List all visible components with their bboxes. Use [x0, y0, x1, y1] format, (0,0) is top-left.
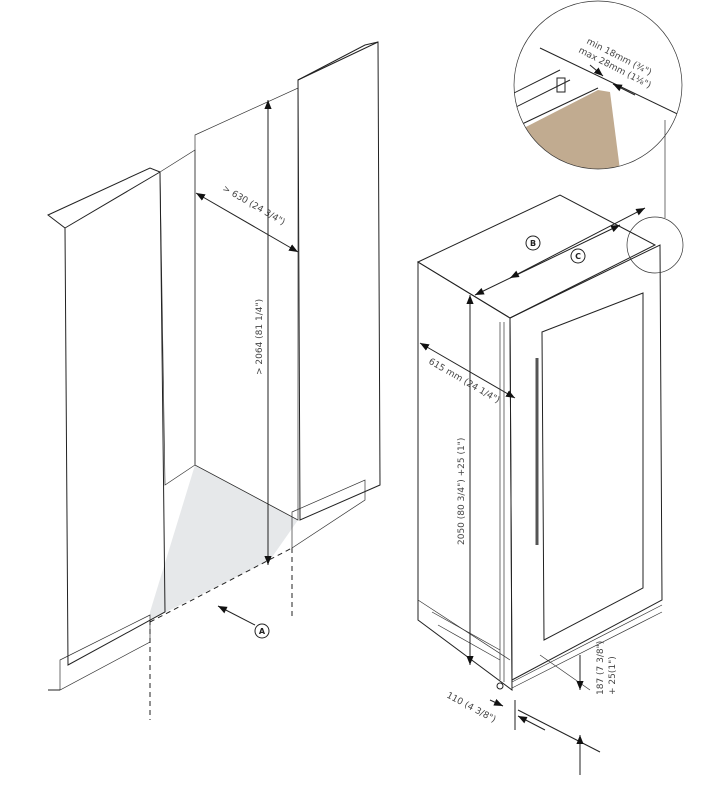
callout-b-text: B [530, 239, 536, 248]
cooler-door-frame [509, 244, 663, 681]
plinth-height-label-2: + 25(1") [608, 656, 618, 695]
cooler-side [417, 261, 513, 691]
niche-height-label: > 2064 (81 1/4") [255, 299, 265, 375]
niche-side-wall [159, 149, 196, 486]
plinth-height-label-1: 187 (7 3/8") [596, 641, 606, 695]
base-strip-left [59, 614, 151, 691]
cooler-door-glass [541, 292, 644, 641]
cooler-top [416, 194, 657, 319]
niche-floor [150, 465, 298, 620]
wine-cooler: B C 615 mm (24 1/4") 2050 (80 3/4") +25 … [416, 194, 663, 775]
cabinet-panel-right [297, 41, 381, 521]
foot [496, 682, 504, 690]
niche-back-wall [194, 87, 299, 521]
callout-c [570, 248, 586, 264]
detail-target-circle [626, 216, 684, 274]
height-label: 2050 (80 3/4") +25 (1") [457, 438, 467, 545]
plinth-depth-label: 110 (4 3/8") [445, 691, 498, 725]
base-strip-right [291, 479, 366, 549]
niche: > 630 (24 3/4") > 2064 (81 1/4") A [47, 41, 381, 720]
detail-magnifier: min 18mm (¾") max 28mm (1⅛") [513, 0, 684, 274]
cabinet-panel-left [47, 167, 166, 666]
callout-a-text: A [259, 627, 266, 636]
callout-c-text: C [575, 252, 581, 261]
depth-label: 615 mm (24 1/4") [427, 357, 502, 406]
niche-width-label: > 630 (24 3/4") [221, 184, 287, 228]
callout-a [254, 623, 270, 639]
